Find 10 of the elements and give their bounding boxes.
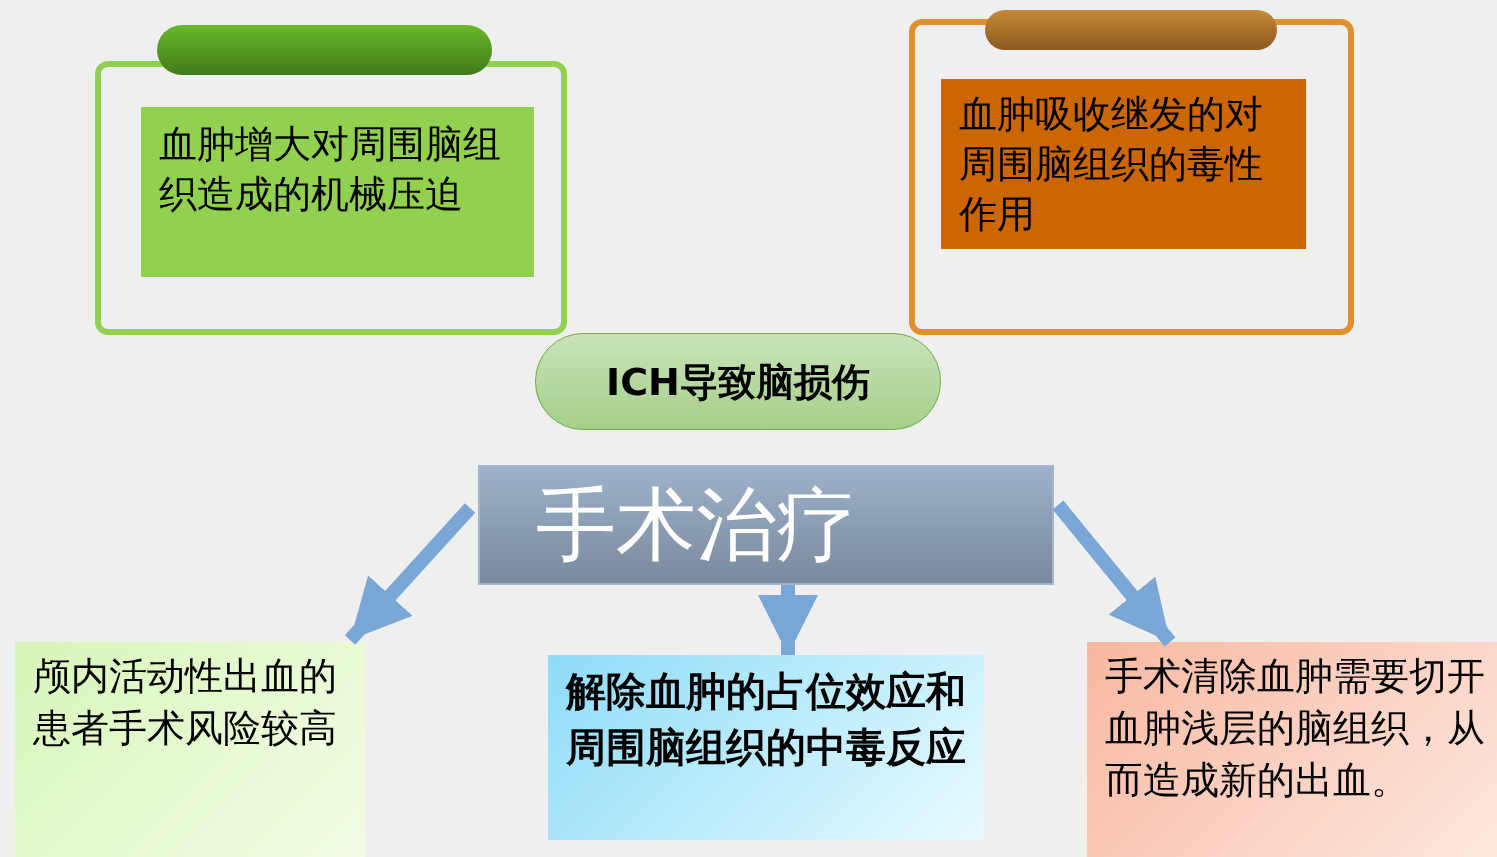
text-box: 手术清除血肿需要切开血肿浅层的脑组织，从而造成新的出血。 bbox=[1087, 642, 1497, 857]
text-box: 颅内活动性出血的患者手术风险较高 bbox=[15, 642, 365, 857]
arrow bbox=[344, 503, 476, 645]
arrow bbox=[1052, 500, 1176, 647]
text-box: 血肿增大对周围脑组织造成的机械压迫 bbox=[141, 107, 534, 277]
text-box: 血肿吸收继发的对周围脑组织的毒性作用 bbox=[941, 79, 1306, 249]
text-box: 解除血肿的占位效应和周围脑组织的中毒反应 bbox=[548, 655, 984, 840]
arrow bbox=[758, 585, 818, 655]
process-box: 手术治疗 bbox=[478, 465, 1054, 585]
title-pill: ICH导致脑损伤 bbox=[535, 333, 941, 430]
